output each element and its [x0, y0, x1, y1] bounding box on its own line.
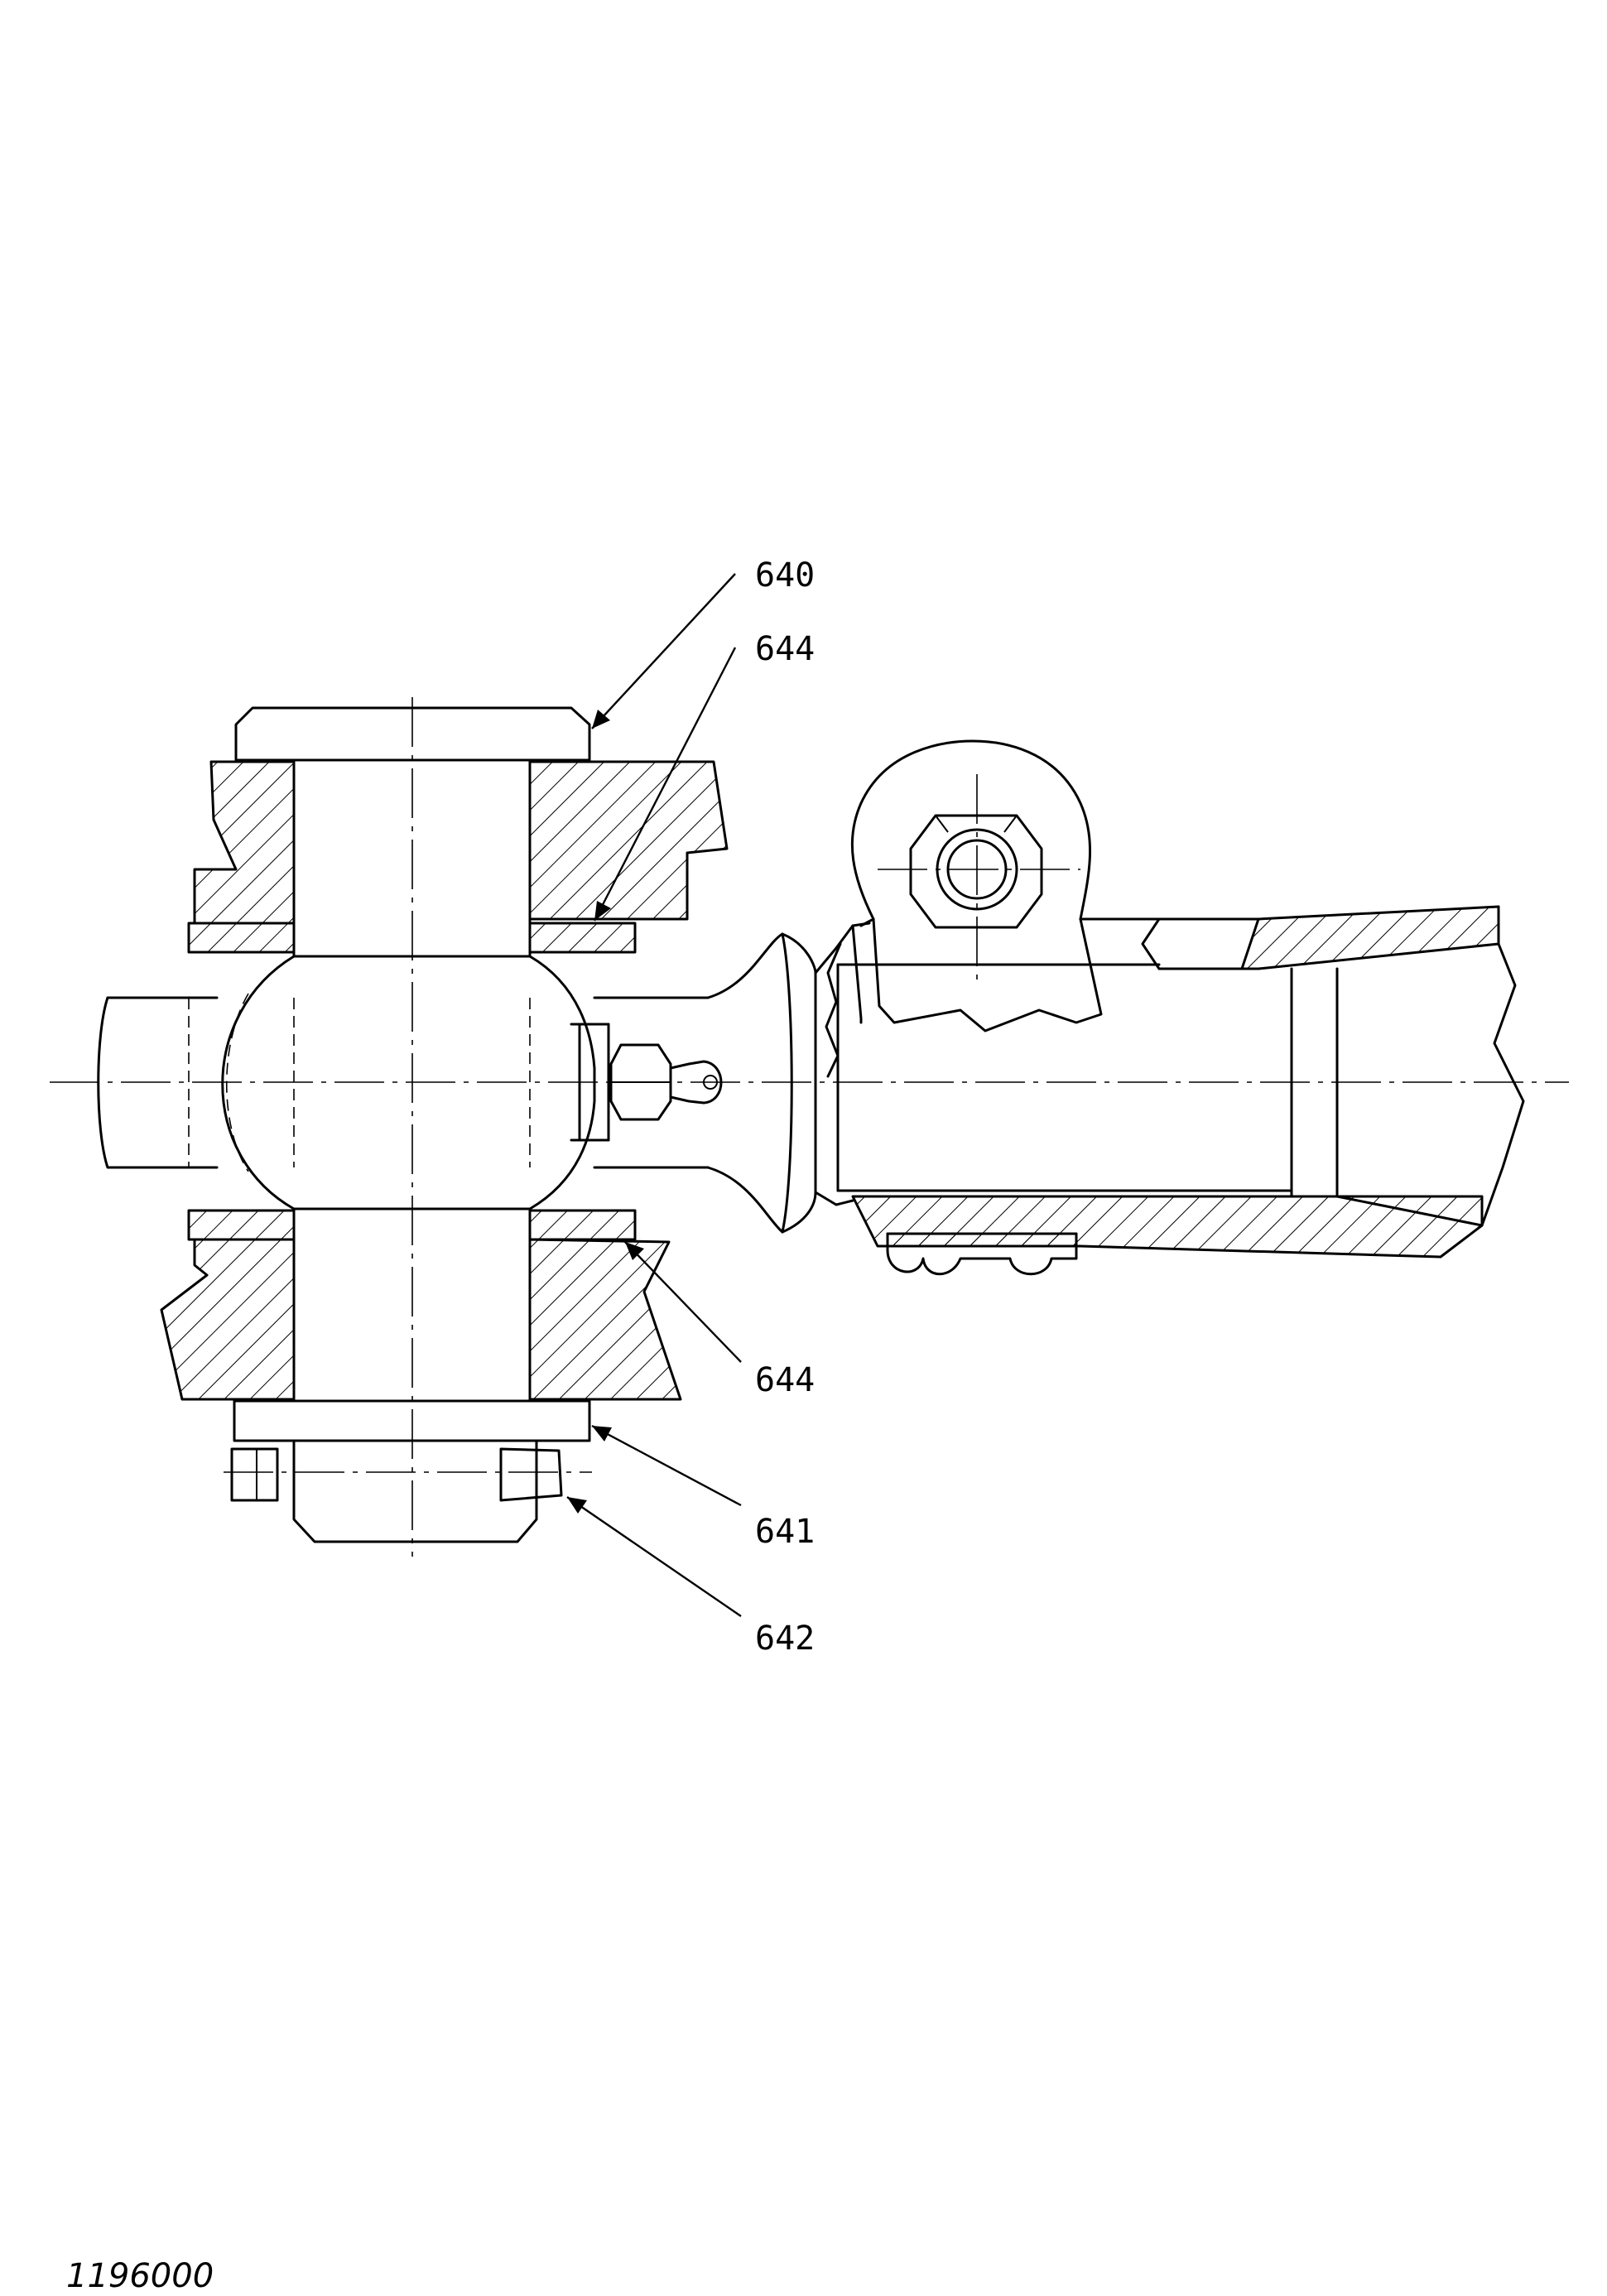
neck-lower: [706, 1166, 784, 1234]
pin-tip: [292, 1439, 538, 1543]
lock-pin-642: [499, 1447, 563, 1502]
pin-assembly: [160, 697, 729, 1557]
rod-left-end: [97, 996, 219, 1169]
washer-lower-left: [187, 1209, 296, 1241]
lock-bolt-head: [230, 1447, 279, 1502]
ball-left-edge: [221, 955, 296, 1211]
rod-end: [97, 922, 871, 1234]
cylinder-tube: [836, 905, 1525, 1276]
label-641: 641: [755, 1513, 815, 1551]
label-642: 642: [755, 1620, 815, 1658]
housing-lower-left: [160, 1238, 296, 1401]
label-640: 640: [755, 556, 815, 594]
drawing-number: 1196000: [66, 2257, 214, 2295]
tube-break-right: [1480, 905, 1525, 1227]
clevis-bolt-inner: [946, 839, 1008, 900]
ball-right-edge: [528, 955, 596, 1211]
clevis-eye: [850, 739, 1091, 921]
grease-nipple-tip: [669, 1060, 723, 1105]
tube-upper-edge: [1079, 917, 1260, 970]
weld-bead: [886, 1232, 1078, 1276]
grease-nipple-hex: [609, 1043, 672, 1121]
clevis: [850, 739, 1103, 1032]
housing-upper-right: [528, 760, 729, 921]
label-644-top: 644: [755, 630, 815, 668]
pin-head: [234, 706, 591, 762]
washer-lower-right: [528, 1209, 637, 1241]
leaders: [566, 573, 742, 1617]
clevis-nut: [909, 814, 1043, 929]
flange-break: [825, 942, 842, 1078]
flange-curve: [781, 932, 793, 1234]
neck-upper: [706, 932, 784, 999]
label-644-bottom: 644: [755, 1361, 815, 1399]
tube-wall-upper: [1240, 905, 1500, 970]
ball-hidden-arc: [225, 993, 249, 1172]
housing-upper-left: [193, 760, 296, 925]
washer-upper-left: [187, 922, 296, 954]
flange-outer: [781, 932, 817, 1234]
housing-lower-right: [528, 1238, 682, 1401]
washer-upper-right: [528, 922, 637, 954]
clevis-body: [872, 917, 1103, 1032]
